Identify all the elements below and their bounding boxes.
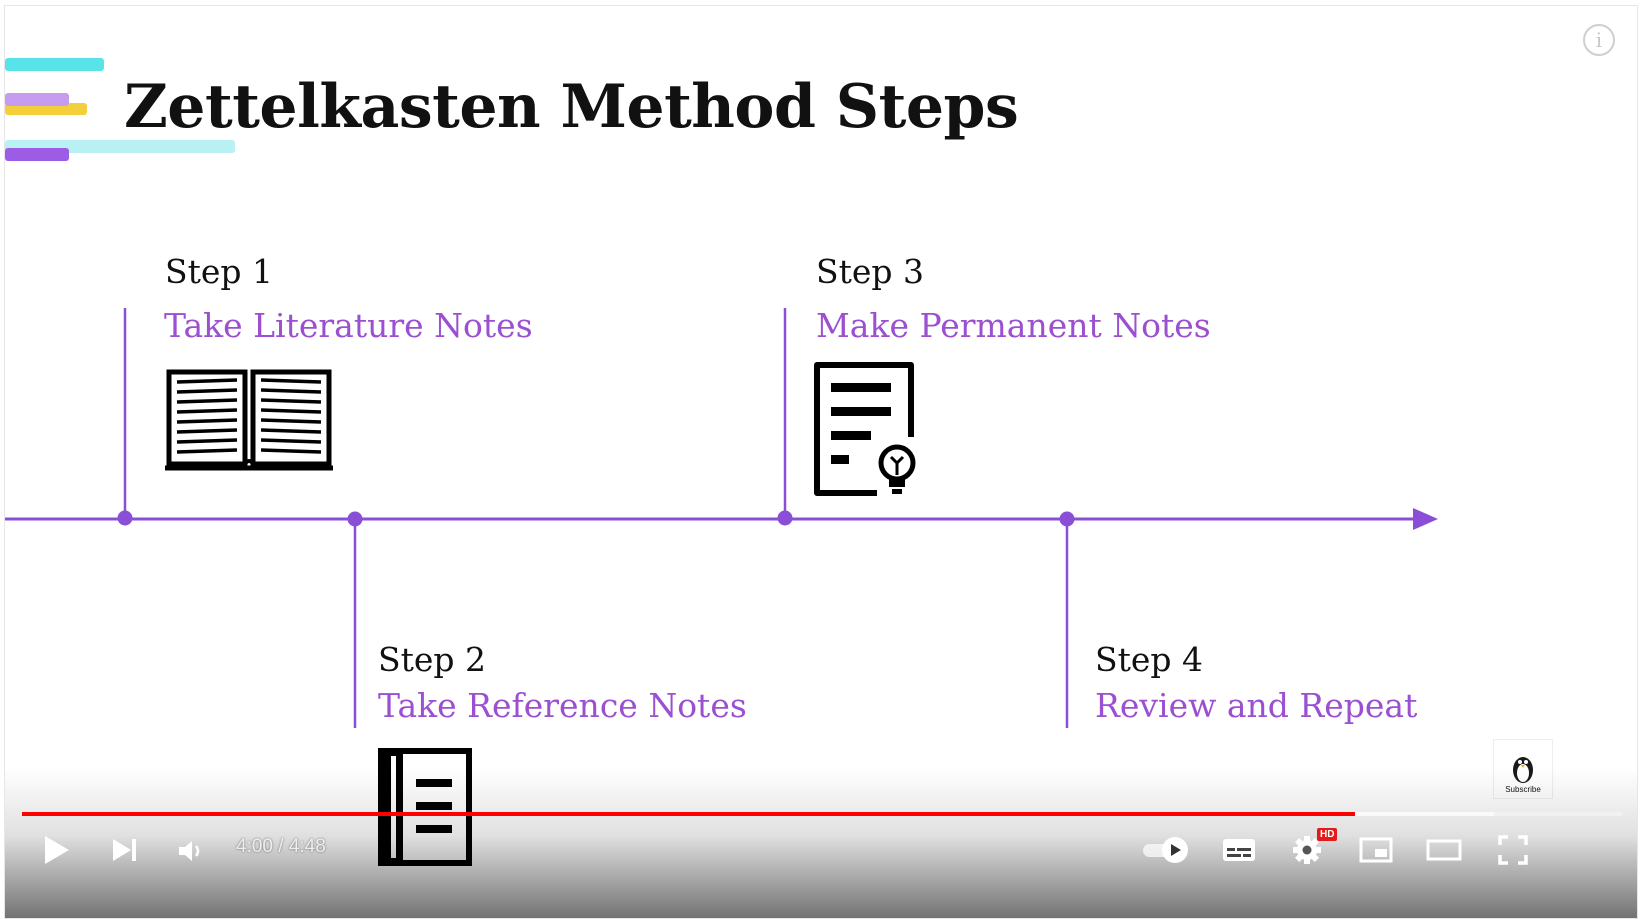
step-4-marker: [1059, 511, 1075, 527]
step-4-title: Review and Repeat: [1095, 686, 1418, 725]
progress-played: [22, 812, 1355, 816]
step-2-label: Step 2: [378, 640, 487, 679]
time-display: 4:00 / 4:48: [236, 836, 326, 857]
theater-icon[interactable]: [1425, 836, 1463, 864]
document-lightbulb-icon: [814, 362, 916, 496]
step-3-label: Step 3: [816, 252, 925, 291]
title-stripe-lavender: [5, 93, 69, 106]
step-3-marker: [777, 510, 793, 526]
title-stripe-yellow: [5, 103, 87, 115]
settings-icon[interactable]: [1291, 834, 1323, 866]
step-3-title: Make Permanent Notes: [816, 306, 1211, 345]
progress-bar[interactable]: [22, 812, 1622, 816]
step-1-marker: [117, 510, 133, 526]
subscribe-watermark[interactable]: Subscribe: [1493, 739, 1553, 799]
timeline-arrowhead: [1413, 508, 1438, 530]
title-stripe-purple: [5, 148, 69, 161]
title-stripe-cyan: [5, 58, 104, 71]
play-icon[interactable]: [43, 834, 71, 866]
next-icon[interactable]: [111, 836, 139, 864]
info-icon: i: [1595, 28, 1603, 52]
fullscreen-icon[interactable]: [1497, 834, 1529, 866]
subscribe-label: Subscribe: [1505, 785, 1541, 794]
miniplayer-icon[interactable]: [1358, 836, 1394, 864]
step-1-label: Step 1: [165, 252, 274, 291]
timeline: [5, 308, 1438, 728]
info-button[interactable]: i: [1583, 24, 1615, 56]
step-1-title: Take Literature Notes: [164, 306, 533, 345]
notebook-icon: [378, 748, 472, 866]
volume-icon[interactable]: [177, 838, 205, 864]
step-4-label: Step 4: [1095, 640, 1204, 679]
slide-title: Zettelkasten Method Steps: [124, 72, 1019, 142]
video-player[interactable]: Zettelkasten Method Steps i Step 1 Take …: [4, 5, 1638, 919]
open-book-icon: [165, 369, 333, 471]
hd-badge: HD: [1317, 828, 1338, 841]
autoplay-toggle-icon[interactable]: [1141, 834, 1193, 866]
captions-icon[interactable]: [1221, 836, 1257, 864]
step-2-marker: [347, 511, 363, 527]
step-2-title: Take Reference Notes: [378, 686, 747, 725]
penguin-logo-icon: [1513, 757, 1533, 783]
